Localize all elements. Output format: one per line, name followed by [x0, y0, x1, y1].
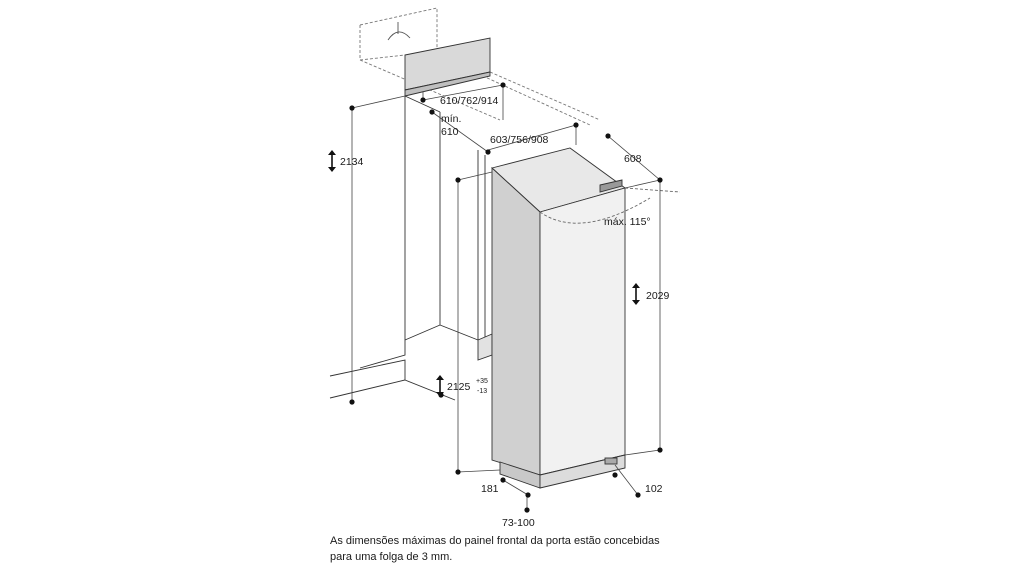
min-depth-label: 610 [441, 126, 459, 138]
min-depth-prefix-label: mín. [441, 113, 461, 125]
door-swing-indicator [539, 187, 681, 224]
door-height-plus-tolerance: +35 [476, 378, 488, 385]
ventilation-symbol [387, 22, 411, 41]
niche-top-outline [359, 7, 601, 126]
height-arrow-icon [328, 150, 336, 172]
caption-note: As dimensões máximas do painel frontal d… [330, 533, 750, 565]
caption-line-2: para uma folga de 3 mm. [330, 551, 453, 563]
door-angle-label: máx. 115° [604, 216, 651, 228]
plinth-right-label: 102 [645, 483, 663, 495]
door-height-minus-tolerance: -13 [477, 388, 487, 395]
niche-height-label: 2134 [340, 156, 364, 168]
appliance-width-label: 603/756/908 [490, 134, 549, 146]
caption-line-1: As dimensões máximas do painel frontal d… [330, 535, 660, 547]
niche-cabinet [329, 37, 493, 401]
height-arrow-icon [436, 375, 444, 397]
appliance-body [491, 147, 627, 489]
appliance-depth-label: 608 [624, 153, 642, 165]
appliance-height-label: 2029 [646, 290, 670, 302]
door-height-label: 2125 [447, 381, 471, 393]
dimension-lines [351, 84, 661, 510]
niche-width-label: 610/762/914 [440, 95, 499, 107]
plinth-bottom-label: 73-100 [502, 517, 535, 529]
plinth-left-label: 181 [481, 483, 499, 495]
height-arrow-icon [632, 283, 640, 305]
